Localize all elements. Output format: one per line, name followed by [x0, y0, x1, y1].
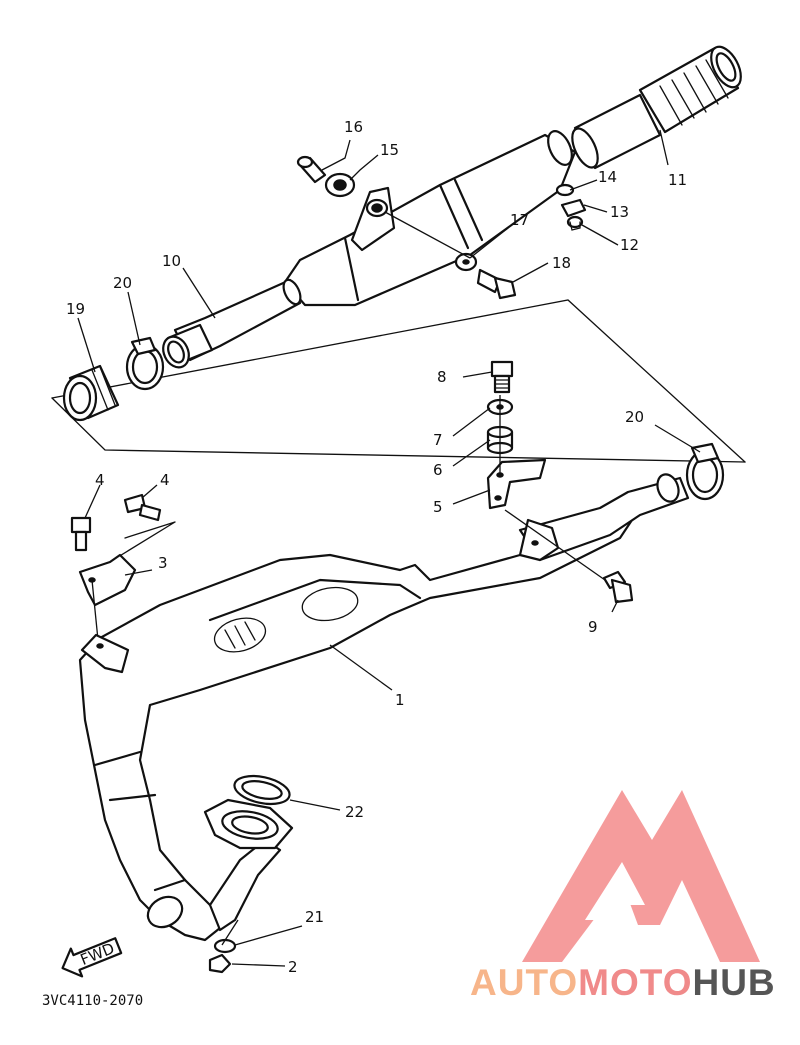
part-5-bracket	[486, 458, 547, 510]
watermark-auto: AUTO	[470, 962, 578, 1003]
part-4-bolt-left	[70, 516, 92, 552]
callout-19: 19	[66, 300, 85, 318]
callout-15: 15	[380, 141, 399, 159]
fwd-arrow: FWD	[61, 937, 123, 978]
part-22-gasket	[233, 774, 291, 806]
callout-12: 12	[620, 236, 639, 254]
fwd-label: FWD	[78, 939, 117, 969]
part-13-clip	[560, 198, 587, 218]
callout-14: 14	[598, 168, 617, 186]
part-10-silencer	[162, 130, 577, 369]
callout-13: 13	[610, 203, 629, 221]
part-18-bolt	[476, 268, 517, 300]
callout-21: 21	[305, 908, 324, 926]
callout-16: 16	[344, 118, 363, 136]
callout-9: 9	[588, 618, 598, 636]
part-1-exhaust-pipe	[78, 473, 690, 942]
callout-20-lower: 20	[625, 408, 644, 426]
callout-7: 7	[433, 431, 443, 449]
callout-18: 18	[552, 254, 571, 272]
callout-1: 1	[395, 691, 405, 709]
callout-8: 8	[437, 368, 447, 386]
watermark-hub: HUB	[692, 962, 775, 1003]
diagram-code: 3VC4110-2070	[42, 993, 143, 1009]
callout-10: 10	[162, 252, 181, 270]
callout-20-upper: 20	[113, 274, 132, 292]
part-19-gasket	[62, 364, 120, 422]
watermark-triangle-icon	[522, 790, 760, 962]
fwd-arrow-icon	[61, 937, 123, 978]
part-20-clamp-upper	[125, 336, 165, 391]
callout-22: 22	[345, 803, 364, 821]
callout-2: 2	[288, 958, 298, 976]
callout-11: 11	[668, 171, 687, 189]
part-20-clamp-lower	[685, 442, 725, 501]
part-21-washer	[213, 938, 237, 954]
callout-17: 17	[510, 211, 529, 229]
part-2-nut	[208, 953, 232, 974]
callout-labels: 16 15 14 13 12 11 17 18 10 20 19 8 7 6 5…	[66, 118, 687, 976]
part-4-bolt-right	[123, 493, 162, 522]
callout-6: 6	[433, 461, 443, 479]
watermark-moto: MOTO	[578, 962, 692, 1003]
part-14-washer	[555, 183, 575, 197]
part-12-screw	[566, 215, 584, 231]
callout-3: 3	[158, 554, 168, 572]
part-11-tailpipe	[571, 45, 742, 170]
part-15-grommet	[324, 172, 356, 198]
callout-4-right: 4	[160, 471, 170, 489]
part-8-bolt	[490, 360, 514, 394]
callout-4-left: 4	[95, 471, 105, 489]
part-16-collar	[296, 155, 327, 184]
part-3-bracket	[78, 553, 137, 607]
leader-lines	[77, 129, 701, 967]
svg-text:AUTOMOTOHUB: AUTOMOTOHUB	[470, 962, 776, 1003]
part-9-bolt	[602, 570, 634, 604]
watermark-logo: AUTOMOTOHUB	[470, 790, 776, 1003]
callout-5: 5	[433, 498, 443, 516]
